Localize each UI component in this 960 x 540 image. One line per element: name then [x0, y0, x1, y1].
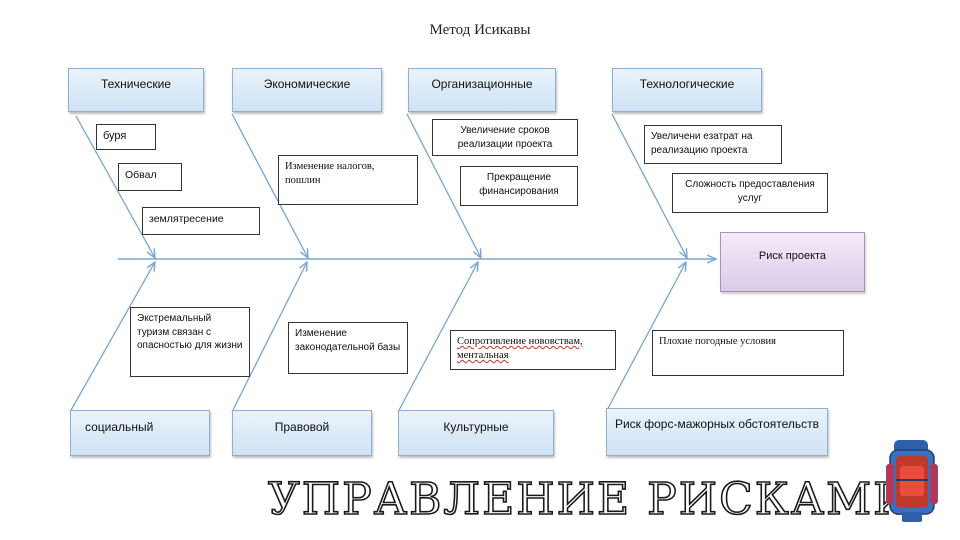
cause-legislation-change: Изменение законодательной базы — [288, 322, 408, 374]
category-force-majeure: Риск форс-мажорных обстоятельств — [606, 408, 828, 456]
cause-innovation-resistance-text: Сопротивление нововствам, ментальная — [457, 336, 583, 361]
cause-extreme-tourism: Экстремальный туризм связан с опасностью… — [130, 307, 250, 377]
cause-cost-increase: Увеличени езатрат на реализацию проекта — [644, 125, 782, 164]
cause-storm: буря — [96, 124, 156, 150]
diagram-title: Метод Исикавы — [0, 22, 960, 39]
cause-landslide: Обвал — [118, 163, 182, 191]
category-technical: Технические — [68, 68, 204, 112]
cause-earthquake: землятресение — [142, 207, 260, 235]
cause-innovation-resistance: Сопротивление нововствам, ментальная — [450, 330, 616, 370]
category-social: социальный — [70, 410, 210, 456]
category-legal: Правовой — [232, 410, 372, 456]
backpack-icon — [884, 436, 944, 528]
category-cultural: Культурные — [398, 410, 554, 456]
banner-title: УПРАВЛЕНИЕ РИСКАМИ — [268, 474, 878, 525]
effect-project-risk: Риск проекта — [720, 232, 865, 292]
category-technological: Технологические — [612, 68, 762, 112]
cause-bad-weather: Плохие погодные условия — [652, 330, 844, 376]
category-organizational: Организационные — [408, 68, 556, 112]
cause-tax-change: Изменение налогов, пошлин — [278, 155, 418, 205]
cause-deadline-increase: Увеличение сроков реализации проекта — [432, 119, 578, 156]
cause-service-complexity: Сложность предоставления услуг — [672, 173, 828, 213]
category-economic: Экономические — [232, 68, 382, 112]
cause-funding-stop: Прекращение финансирования — [460, 166, 578, 206]
